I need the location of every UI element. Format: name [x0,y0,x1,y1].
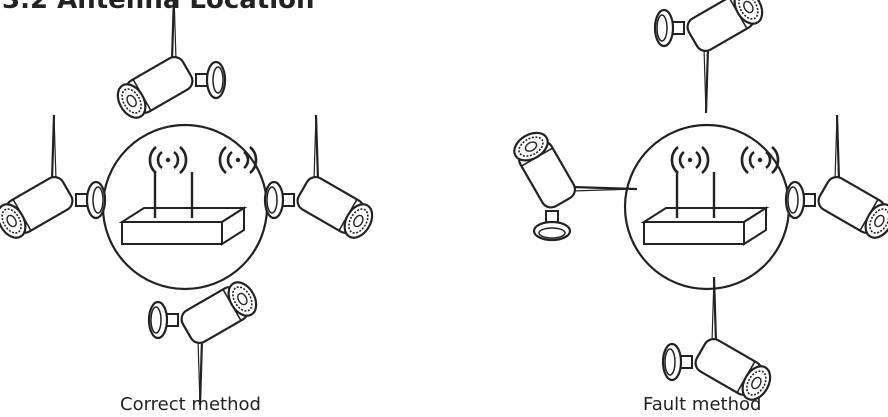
camera-icon [147,276,263,407]
camera-icon [111,0,227,124]
caption-fault-method: Fault method [643,394,762,415]
camera-icon [0,113,107,244]
caption-correct-method: Correct method [120,394,261,415]
camera-icon [653,0,769,115]
camera-icon [263,113,379,244]
fault-method-group [508,0,888,406]
camera-icon [508,126,639,242]
correct-method-group [0,0,379,407]
section-title: 3.2 Antenna Location [2,0,315,15]
camera-icon [784,113,888,244]
camera-icon [661,275,777,406]
